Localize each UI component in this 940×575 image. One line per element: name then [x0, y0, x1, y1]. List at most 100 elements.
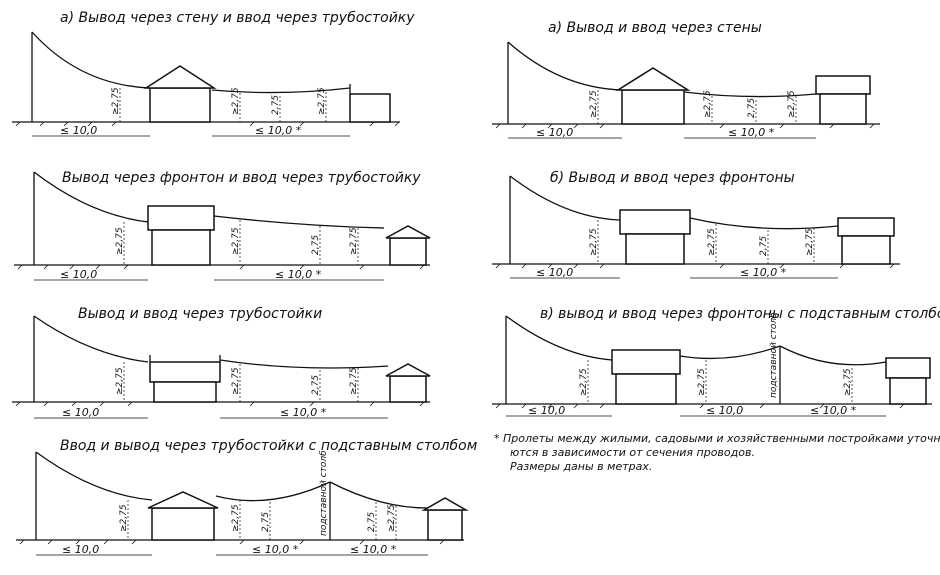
- shed: [837, 217, 895, 265]
- ground-line: [492, 403, 932, 409]
- height-label: ≥2,75: [111, 87, 121, 115]
- height-label: ≥2,75: [115, 367, 125, 395]
- height-label: ≥2,75: [349, 227, 359, 255]
- height-label: ≥2,75: [703, 90, 713, 118]
- house: [143, 65, 217, 123]
- panel-title: Ввод и вывод через трубостойки с подстав…: [60, 438, 478, 454]
- height-label: ≥2,75: [843, 368, 853, 396]
- footnote-line: ются в зависимости от сечения проводов.: [510, 446, 755, 459]
- height-label: ≥2,75: [579, 368, 589, 396]
- height-label: ≥2,75: [231, 87, 241, 115]
- wire: [505, 315, 613, 361]
- height-label: ≥2,75: [231, 504, 241, 532]
- house: [149, 355, 221, 403]
- height-label: 2,75: [367, 512, 377, 532]
- height-label: ≥2,75: [231, 227, 241, 255]
- span-label: ≤ 10,0: [536, 126, 573, 139]
- height-label: ≥2,75: [231, 367, 241, 395]
- panel-a-left: а) Вывод через стену и ввод через трубос…: [12, 10, 415, 137]
- height-label: 2,75: [759, 236, 769, 256]
- pole-label: подставной столб: [319, 450, 329, 536]
- panel-c-right: в) вывод и ввод через фронтоны с подстав…: [492, 306, 940, 417]
- height-label: ≥2,75: [115, 227, 125, 255]
- span-label: ≤ 10,0: [706, 404, 743, 417]
- wire: [33, 171, 149, 223]
- ground-line: [12, 401, 430, 407]
- span-label: ≤ 10,0 *: [252, 543, 299, 556]
- height-label: ≥2,75: [317, 87, 327, 115]
- panel-title: в) вывод и ввод через фронтоны с подстав…: [540, 306, 940, 322]
- span-label: ≤ 10,0 *: [275, 268, 322, 281]
- height-label: ≥2,75: [805, 228, 815, 256]
- ground-line: [492, 263, 900, 269]
- wire: [683, 91, 817, 98]
- height-label: ≥2,75: [707, 228, 717, 256]
- house: [611, 349, 681, 405]
- pole-label: подставной столб: [769, 312, 779, 398]
- panel-title: а) Вывод и ввод через стены: [548, 20, 762, 36]
- panel-b-right: б) Вывод и ввод через фронтоны ≥2,75 ≥2,…: [492, 170, 900, 279]
- wire: [31, 31, 151, 89]
- panel-title: Вывод и ввод через трубостойки: [78, 306, 322, 322]
- footnote-line: Размеры даны в метрах.: [510, 460, 652, 473]
- shed: [815, 75, 871, 125]
- span-label: ≤ 10,0 *: [728, 126, 775, 139]
- span-label: ≤ 10,0 *: [810, 404, 857, 417]
- panel-title: Вывод через фронтон и ввод через трубост…: [62, 170, 421, 186]
- house: [147, 491, 219, 541]
- height-label: ≥2,75: [697, 368, 707, 396]
- ground-line: [14, 264, 430, 270]
- house: [619, 209, 691, 265]
- house: [615, 67, 691, 125]
- wire: [679, 345, 781, 360]
- height-label: 2,75: [271, 95, 281, 115]
- shed: [885, 357, 931, 405]
- footnote: * Пролеты между жилыми, садовыми и хозяй…: [494, 432, 940, 473]
- height-label: 2,75: [747, 98, 757, 118]
- panel-title: б) Вывод и ввод через фронтоны: [550, 170, 795, 186]
- wire: [689, 217, 839, 230]
- panel-c-left: Вывод и ввод через трубостойки ≥2,75 ≥2,…: [12, 306, 431, 419]
- height-label: 2,75: [311, 375, 321, 395]
- ground-line: [16, 539, 464, 545]
- height-label: 2,75: [311, 235, 321, 255]
- span-label: ≤ 10,0 *: [280, 406, 327, 419]
- wire: [215, 481, 331, 502]
- shed: [385, 363, 431, 403]
- height-label: ≥2,75: [119, 504, 129, 532]
- span-label: ≤ 10,0 *: [740, 266, 787, 279]
- height-label: ≥2,75: [787, 90, 797, 118]
- wire: [509, 175, 621, 221]
- wire: [219, 359, 389, 369]
- span-label: ≤ 10,0 *: [255, 124, 302, 137]
- wire: [33, 315, 149, 363]
- span-label: ≤ 10,0: [528, 404, 565, 417]
- wire: [213, 215, 385, 229]
- panel-title: а) Вывод через стену и ввод через трубос…: [60, 10, 415, 26]
- ground-line: [492, 123, 880, 129]
- height-label: ≥2,75: [387, 504, 397, 532]
- house: [147, 205, 215, 266]
- wire: [507, 41, 623, 91]
- shed: [421, 497, 469, 541]
- wire: [329, 481, 429, 509]
- panel-b-left: Вывод через фронтон и ввод через трубост…: [14, 170, 431, 281]
- height-label: ≥2,75: [589, 90, 599, 118]
- wire: [35, 451, 153, 501]
- height-label: 2,75: [261, 512, 271, 532]
- span-label: ≤ 10,0: [60, 268, 97, 281]
- wire: [211, 87, 351, 94]
- span-label: ≤ 10,0: [62, 543, 99, 556]
- footnote-line: * Пролеты между жилыми, садовыми и хозяй…: [494, 432, 940, 445]
- wire: [779, 345, 887, 366]
- span-label: ≤ 10,0: [60, 124, 97, 137]
- shed: [349, 84, 391, 123]
- span-label: ≤ 10,0: [62, 406, 99, 419]
- span-label: ≤ 10,0: [536, 266, 573, 279]
- panel-a-right: а) Вывод и ввод через стены ≥2,75 ≥2,75 …: [492, 20, 880, 139]
- height-label: ≥2,75: [349, 367, 359, 395]
- shed: [385, 225, 431, 266]
- panel-d-left: Ввод и вывод через трубостойки с подстав…: [16, 438, 478, 556]
- span-label: ≤ 10,0 *: [350, 543, 397, 556]
